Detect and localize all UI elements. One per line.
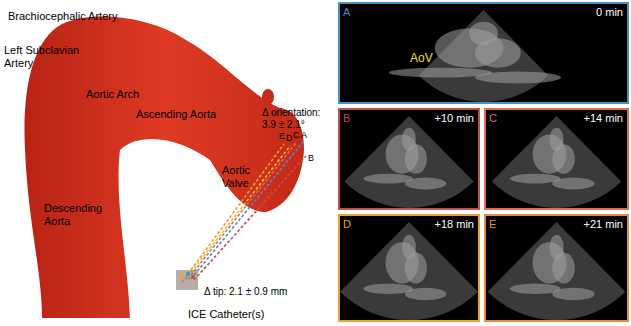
anatomy-label: Descending Aorta — [44, 202, 108, 228]
echo-panel: E +21 min — [484, 214, 629, 322]
aorta-shape — [24, 17, 304, 318]
coronary-nub — [262, 89, 274, 105]
catheter-bodies — [176, 270, 198, 290]
catheter-tip-letter: A — [301, 130, 307, 141]
time-label: 0 min — [596, 6, 623, 18]
anatomy-label: Δ orientation: 3.9 ± 2.1° — [262, 107, 336, 131]
panel-letter: E — [489, 218, 496, 230]
echo-panel: B +10 min — [338, 108, 480, 210]
time-label: +21 min — [584, 218, 623, 230]
catheter-tip-letter: C — [293, 130, 300, 141]
panel-letter: C — [489, 112, 497, 124]
time-label: +10 min — [435, 112, 474, 124]
ultrasound-image — [486, 110, 627, 208]
echo-panel: D +18 min — [338, 214, 480, 322]
echo-panel: A 0 minAoV — [338, 2, 629, 104]
catheter-tip-letter: E — [279, 131, 285, 142]
panel-letter: B — [343, 112, 350, 124]
anatomy-label: ICE Catheter(s) — [188, 308, 264, 321]
catheter-tip-letter: D — [286, 133, 293, 144]
time-label: +14 min — [584, 112, 623, 124]
catheter-tip-letter: B — [308, 153, 314, 164]
anatomy-label: Brachiocephalic Artery — [8, 10, 117, 23]
anatomy-label: Aortic Valve — [222, 164, 266, 190]
echo-panel: C +14 min — [484, 108, 629, 210]
anatomy-label: Left Subclavian Artery — [4, 44, 90, 70]
panel-letter: A — [343, 6, 350, 18]
panel-letter: D — [343, 218, 351, 230]
ultrasound-image — [340, 216, 478, 320]
anatomy-label: Δ tip: 2.1 ± 0.9 mm — [204, 286, 287, 298]
ultrasound-image — [486, 216, 627, 320]
catheter-lines — [182, 142, 306, 282]
ultrasound-image — [340, 4, 627, 102]
ultrasound-image — [340, 110, 478, 208]
anatomy-label: Ascending Aorta — [136, 108, 216, 121]
anatomy-label: Aortic Arch — [86, 88, 139, 101]
time-label: +18 min — [435, 218, 474, 230]
structure-label: AoV — [410, 52, 433, 64]
